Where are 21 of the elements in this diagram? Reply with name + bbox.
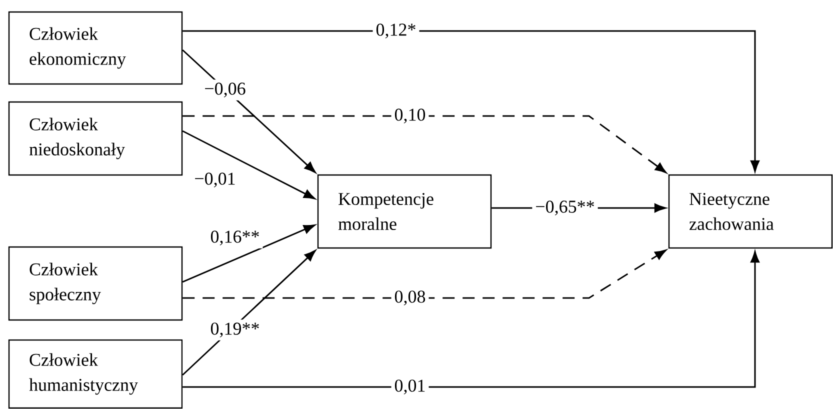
- arrow: [182, 251, 760, 388]
- arrow: [182, 30, 760, 172]
- edge-label: 0,10: [391, 106, 429, 126]
- variable-box: Człowiek społeczny: [8, 246, 183, 321]
- edge-label: 0,19**: [207, 320, 263, 340]
- edge-label: 0,08: [391, 288, 429, 308]
- variable-box: Człowiek niedoskonały: [8, 101, 183, 176]
- edge-label: −0,65**: [532, 198, 598, 218]
- variable-box: Kompetencje moralne: [317, 174, 492, 249]
- variable-box: Człowiek humanistyczny: [8, 339, 183, 409]
- arrow: [182, 130, 316, 200]
- variable-box: Nieetyczne zachowania: [668, 174, 833, 249]
- arrow: [182, 224, 316, 283]
- variable-box: Człowiek ekonomiczny: [8, 11, 183, 85]
- edge-label: −0,06: [201, 80, 249, 100]
- edge-label: 0,12*: [372, 20, 420, 42]
- edge-label: 0,16**: [207, 228, 263, 248]
- edge-label: −0,01: [191, 170, 239, 190]
- arrow: [182, 115, 667, 174]
- edge-label: 0,01: [391, 376, 429, 398]
- arrow: [182, 250, 666, 299]
